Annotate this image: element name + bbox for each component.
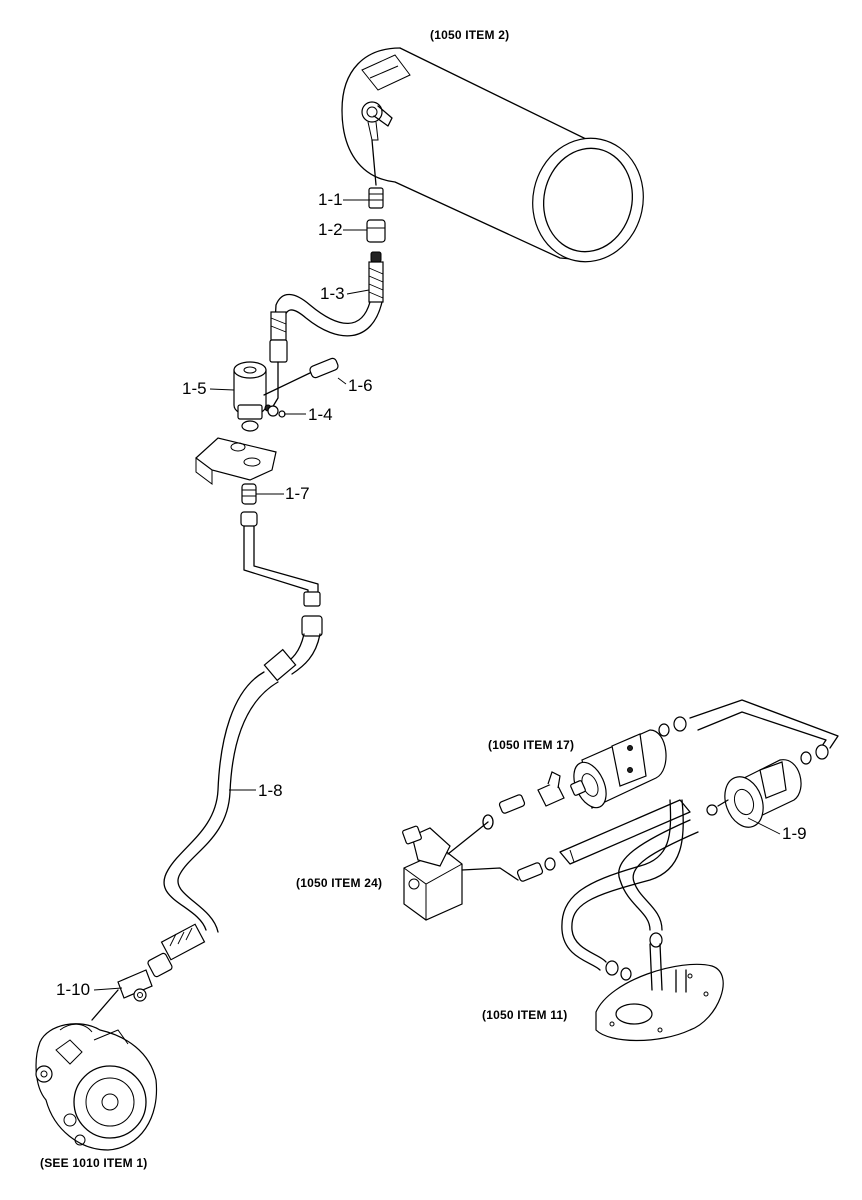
- callout-1-5: 1-5: [182, 379, 207, 398]
- valve-block-reference-label: (1050 ITEM 24): [296, 876, 383, 890]
- solenoid-valve-1-5: [233, 361, 272, 432]
- vaporizer-assembly: [35, 1023, 158, 1151]
- filter-fittings: [482, 771, 565, 830]
- connector-1-6: [263, 357, 339, 396]
- callout-1-1: 1-1: [318, 190, 343, 209]
- fitting-1-7: [241, 483, 257, 505]
- callout-1-9: 1-9: [782, 824, 807, 843]
- fitting-1-1: [368, 187, 384, 209]
- callout-1-4: 1-4: [308, 405, 333, 424]
- filter-reference-label: (1050 ITEM 17): [488, 738, 575, 752]
- lpg-tank: [341, 47, 644, 263]
- callout-1-10: 1-10: [56, 980, 91, 999]
- tank-plate: [595, 943, 724, 1042]
- hose-1-8: [147, 615, 323, 978]
- tank-plate-tubes: [561, 799, 699, 981]
- return-tube: [658, 699, 839, 765]
- fuel-filter: [570, 729, 667, 809]
- tank-plate-reference-label: (1050 ITEM 11): [482, 1008, 568, 1022]
- vaporizer-reference-label: (SEE 1010 ITEM 1): [40, 1156, 148, 1170]
- callout-1-6: 1-6: [348, 376, 373, 395]
- hose-1-3: [269, 251, 384, 363]
- fuel-pump-1-9: [706, 759, 802, 828]
- tank-reference-label: (1050 ITEM 2): [430, 28, 510, 42]
- callout-1-3: 1-3: [320, 284, 345, 303]
- steel-pipe: [240, 511, 321, 607]
- nut-1-2: [366, 219, 386, 243]
- valve-block: [402, 821, 519, 921]
- leader-lines: [93, 199, 781, 991]
- elbow-1-4: [267, 361, 286, 418]
- callout-1-2: 1-2: [318, 220, 343, 239]
- mounting-bracket: [195, 437, 277, 485]
- tank-feed-line: [371, 139, 377, 186]
- supply-hose: [516, 799, 691, 882]
- callout-1-8: 1-8: [258, 781, 283, 800]
- callout-1-7: 1-7: [285, 484, 310, 503]
- tee-fitting-1-10: [91, 969, 153, 1021]
